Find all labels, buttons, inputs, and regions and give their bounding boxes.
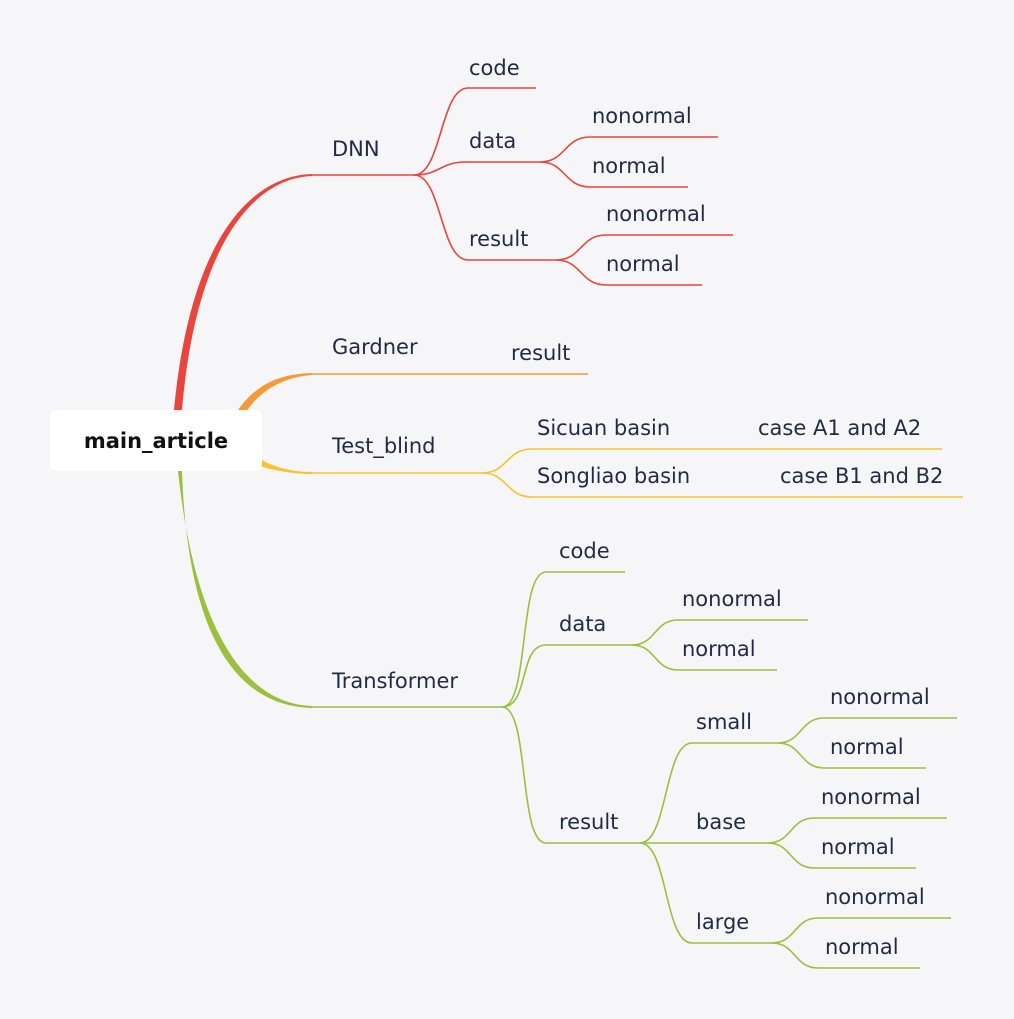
node-transformer-data[interactable]: data: [559, 612, 606, 636]
root-label: main_article: [83, 428, 229, 453]
root-node[interactable]: main_article: [50, 410, 262, 471]
node-sicuan-basin[interactable]: Sicuan basin: [537, 416, 670, 440]
node-base-normal[interactable]: normal: [821, 835, 895, 859]
node-large-nonormal[interactable]: nonormal: [825, 885, 925, 909]
node-large[interactable]: large: [696, 910, 749, 934]
node-dnn-result-normal[interactable]: normal: [606, 252, 680, 276]
test-blind-subtree: [312, 448, 963, 498]
branch-test-blind-main: [260, 460, 312, 474]
node-transformer-data-nonormal[interactable]: nonormal: [682, 587, 782, 611]
branch-gardner-main: [238, 373, 312, 412]
node-transformer-data-normal[interactable]: normal: [682, 637, 756, 661]
branch-transformer-main: [178, 471, 312, 708]
node-transformer[interactable]: Transformer: [331, 669, 458, 693]
node-transformer-code[interactable]: code: [559, 539, 610, 563]
node-songliao-case[interactable]: case B1 and B2: [780, 464, 943, 488]
node-gardner[interactable]: Gardner: [332, 335, 418, 359]
node-dnn-code[interactable]: code: [469, 56, 520, 80]
node-base[interactable]: base: [696, 810, 746, 834]
node-dnn-data-normal[interactable]: normal: [592, 154, 666, 178]
node-small-nonormal[interactable]: nonormal: [830, 685, 930, 709]
node-dnn-result[interactable]: result: [469, 227, 528, 251]
branch-dnn-main: [174, 174, 312, 410]
node-small-normal[interactable]: normal: [830, 735, 904, 759]
node-test-blind[interactable]: Test_blind: [331, 434, 436, 459]
node-dnn-result-nonormal[interactable]: nonormal: [606, 202, 706, 226]
node-small[interactable]: small: [696, 710, 752, 734]
node-base-nonormal[interactable]: nonormal: [821, 785, 921, 809]
node-dnn-data[interactable]: data: [469, 129, 516, 153]
node-sicuan-case[interactable]: case A1 and A2: [758, 416, 921, 440]
node-dnn[interactable]: DNN: [332, 137, 380, 161]
node-transformer-result[interactable]: result: [559, 810, 618, 834]
dnn-subtree: [312, 87, 733, 286]
node-gardner-result[interactable]: result: [511, 341, 570, 365]
node-large-normal[interactable]: normal: [825, 935, 899, 959]
node-songliao-basin[interactable]: Songliao basin: [537, 464, 690, 488]
node-dnn-data-nonormal[interactable]: nonormal: [592, 104, 692, 128]
transformer-subtree: [312, 571, 957, 969]
